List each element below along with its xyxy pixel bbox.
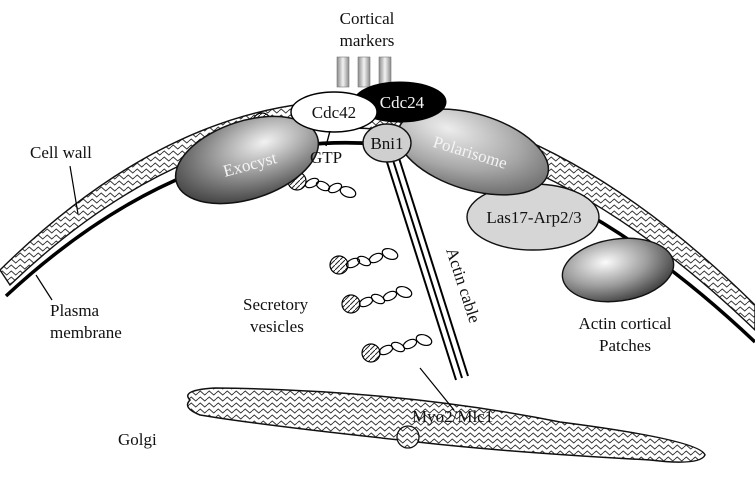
golgi-label: Golgi [118, 430, 157, 449]
bni1-label: Bni1 [370, 134, 403, 153]
plasma-membrane-label-line2: membrane [50, 323, 122, 342]
cortical-markers-label-line1: Cortical [340, 9, 395, 28]
myo2-mlc1-label: Myo2/Mlc1 [412, 407, 493, 426]
cdc24-label: Cdc24 [380, 93, 425, 112]
secretory-vesicle [330, 247, 399, 274]
secretory-vesicles-label-line1: Secretory [243, 295, 309, 314]
golgi-budding-vesicle [397, 426, 419, 448]
cdc42-label: Cdc42 [312, 103, 356, 122]
plasma-membrane-label-line1: Plasma [50, 301, 100, 320]
secretory-vesicle [362, 333, 433, 362]
actin-cortical-patches-label-line2: Patches [599, 336, 651, 355]
plasma-membrane-pointer [36, 275, 52, 300]
cortical-markers-label-line2: markers [340, 31, 395, 50]
las17-label: Las17-Arp2/3 [486, 208, 581, 227]
cell-wall-label: Cell wall [30, 143, 92, 162]
secretory-vesicles-label-line2: vesicles [250, 317, 304, 336]
secretory-vesicle [342, 285, 413, 313]
actin-cortical-patches-label-line1: Actin cortical [579, 314, 672, 333]
gtp-label: GTP [310, 148, 342, 167]
cortical-markers [337, 57, 391, 87]
